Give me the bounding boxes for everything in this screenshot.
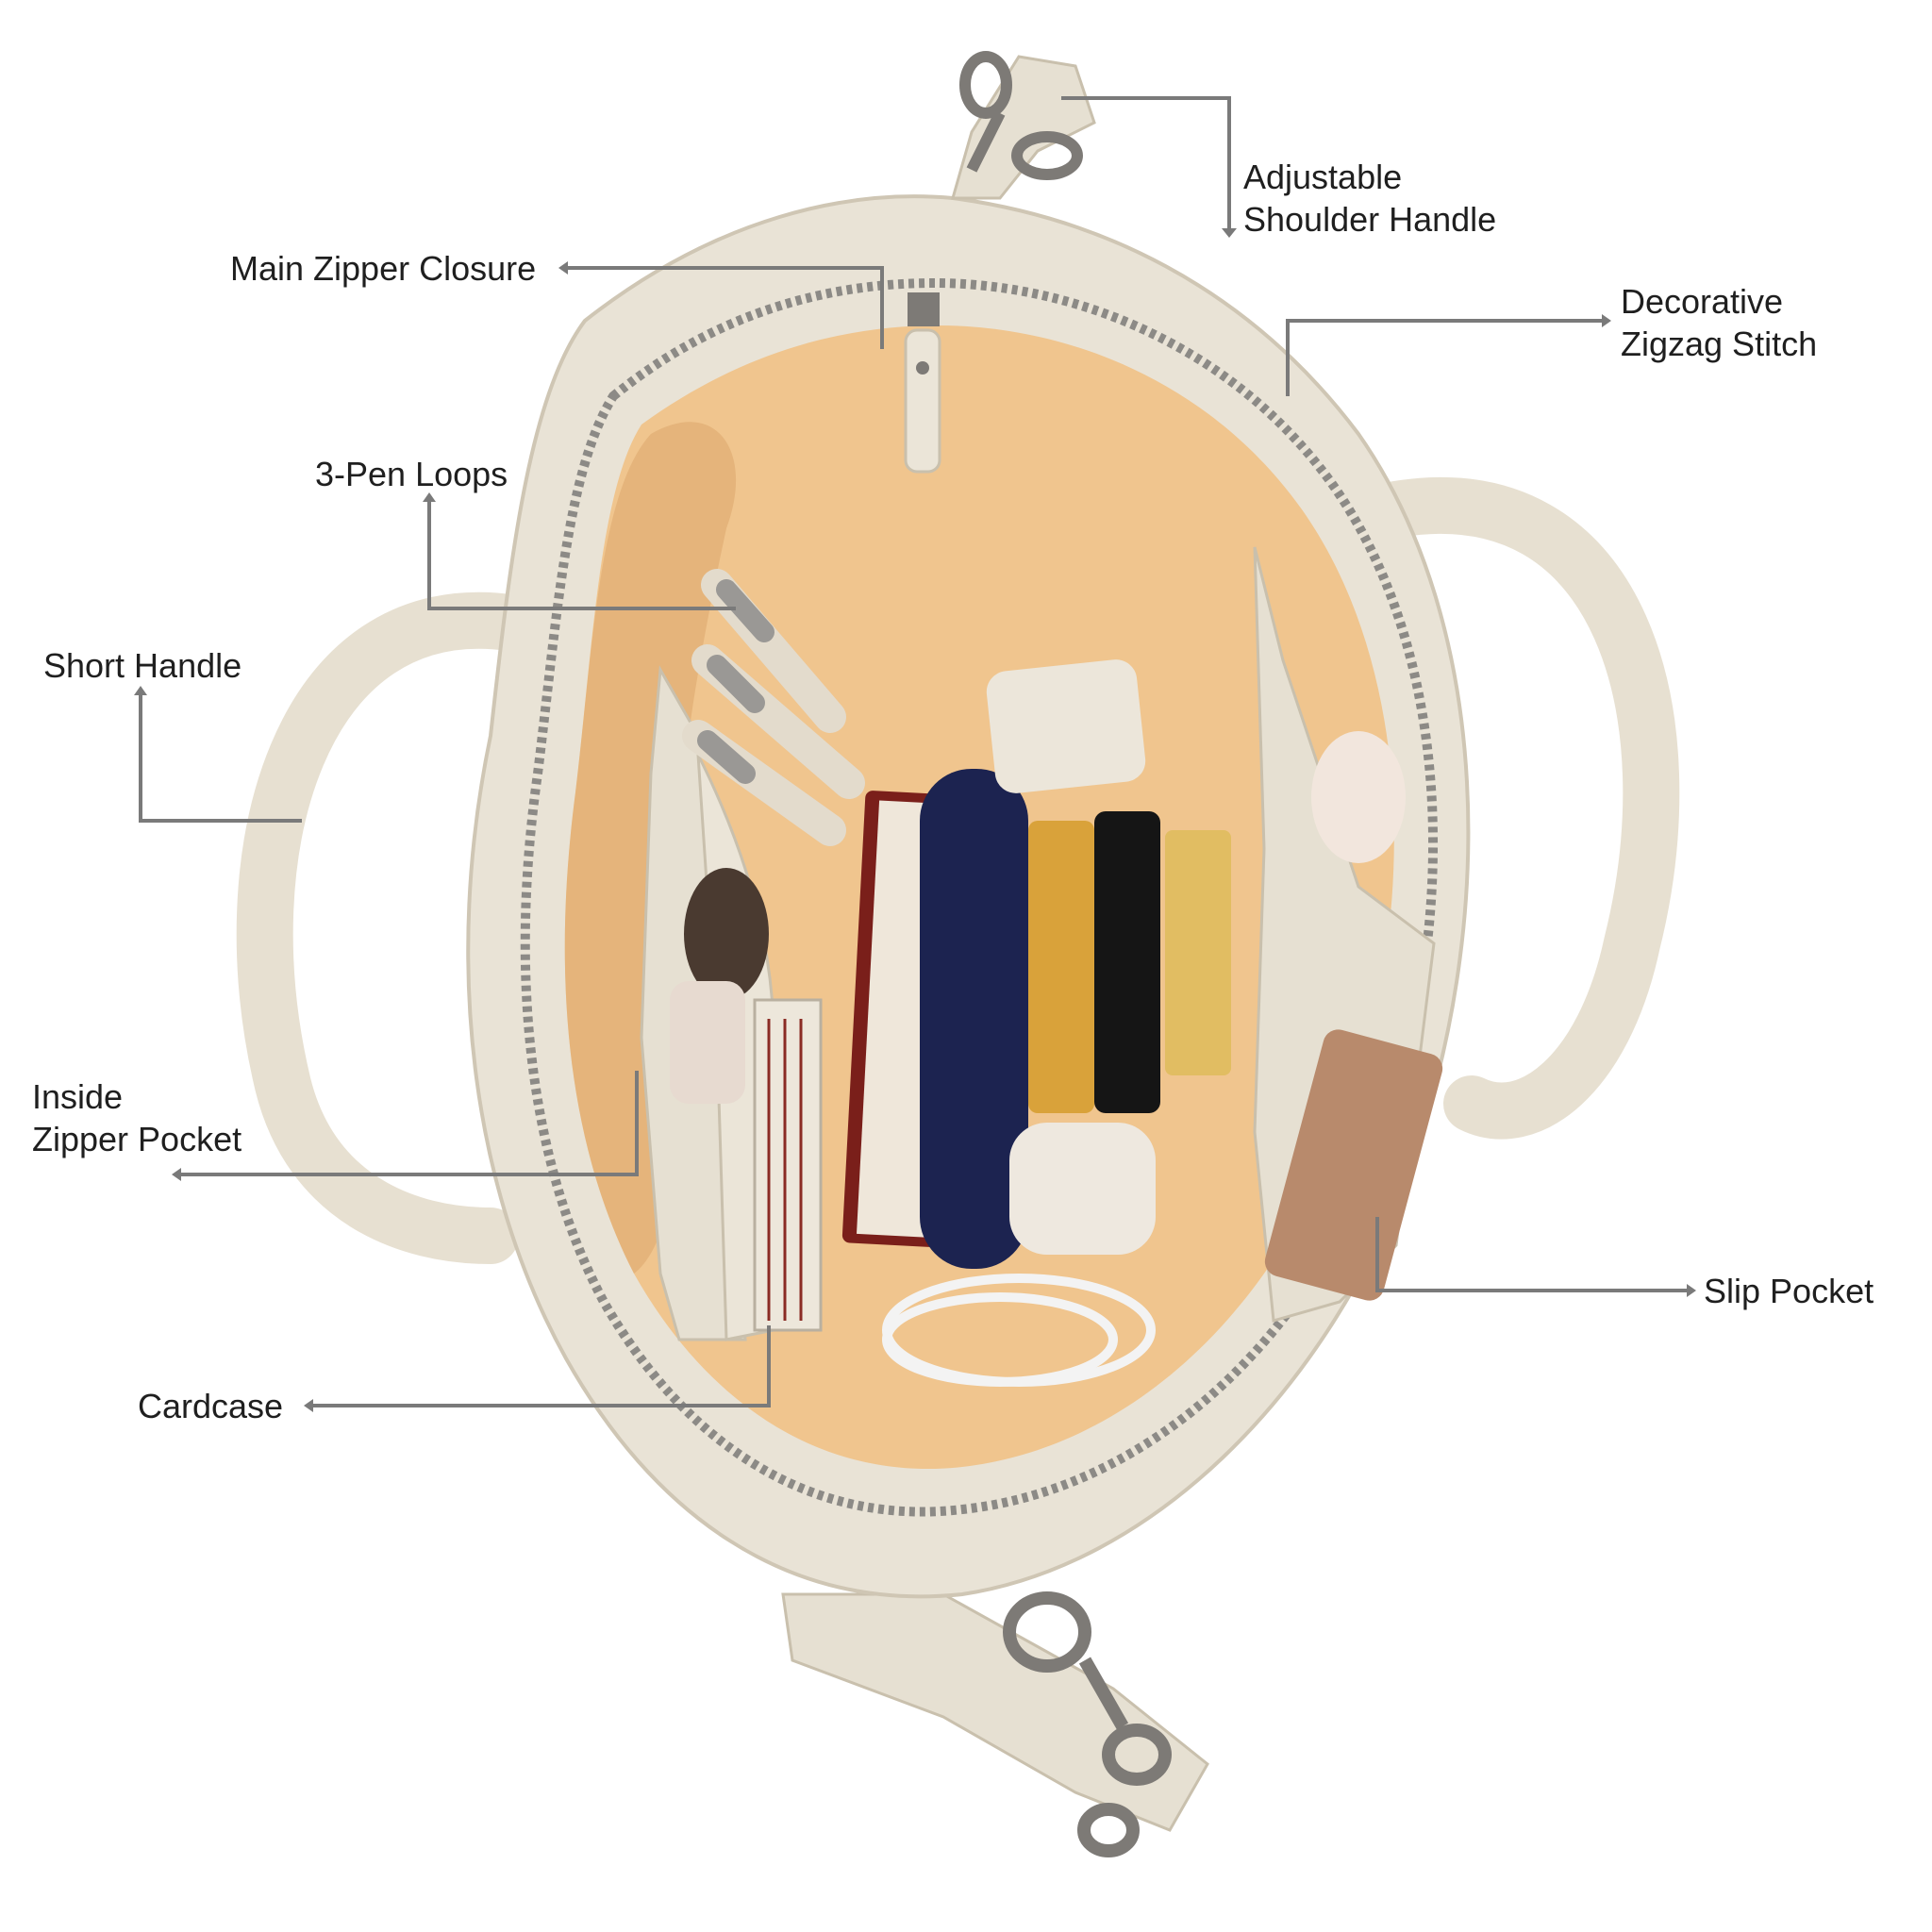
cream-case [986,659,1146,793]
perfume-gold [1028,821,1094,1113]
leader-short-handle [139,693,302,823]
leader-lines [139,96,1689,1407]
leader-main-zipper-closure [566,266,884,349]
leader-inside-zipper-pocket [179,1071,639,1176]
lipstick-black [1094,811,1160,1113]
label-pen-loops: 3-Pen Loops [315,455,508,493]
leader-pen-loops [427,500,736,610]
lipstick-gold [1165,830,1231,1075]
label-inside-zipper-pocket: Inside Zipper Pocket [32,1077,242,1158]
leader-adjustable-shoulder-handle [1061,96,1231,231]
clasp-top [959,51,1083,180]
main-zipper-track [520,277,1439,1517]
navy-case [920,769,1028,1269]
leader-cardcase [311,1325,771,1407]
label-short-handle: Short Handle [43,646,242,685]
leader-decorative-zigzag-stitch [1286,319,1604,396]
leader-arrowheads [134,228,1696,1412]
clasp-bottom [1003,1591,1172,1857]
shoulder-strap-top [951,55,1096,200]
label-cardcase: Cardcase [138,1387,284,1425]
shoulder-strap-bottom [781,1592,1209,1832]
phone [1264,1029,1443,1301]
label-main-zipper-closure: Main Zipper Closure [230,249,537,288]
charging-cable [882,1274,1156,1387]
label-adjustable-shoulder-handle: Adjustable Shoulder Handle [1243,158,1497,239]
earbud-case [1009,1123,1156,1255]
cream-compact [670,981,745,1104]
leader-slip-pocket [1375,1217,1689,1292]
zipper-pull [904,292,941,474]
left-short-handle [236,591,538,1264]
tissue-pack [1311,731,1406,863]
label-decorative-zigzag-stitch: Decorative Zigzag Stitch [1621,282,1818,363]
label-slip-pocket: Slip Pocket [1704,1272,1874,1310]
compact-mirror [684,868,769,1000]
right-short-handle [1368,476,1680,1140]
